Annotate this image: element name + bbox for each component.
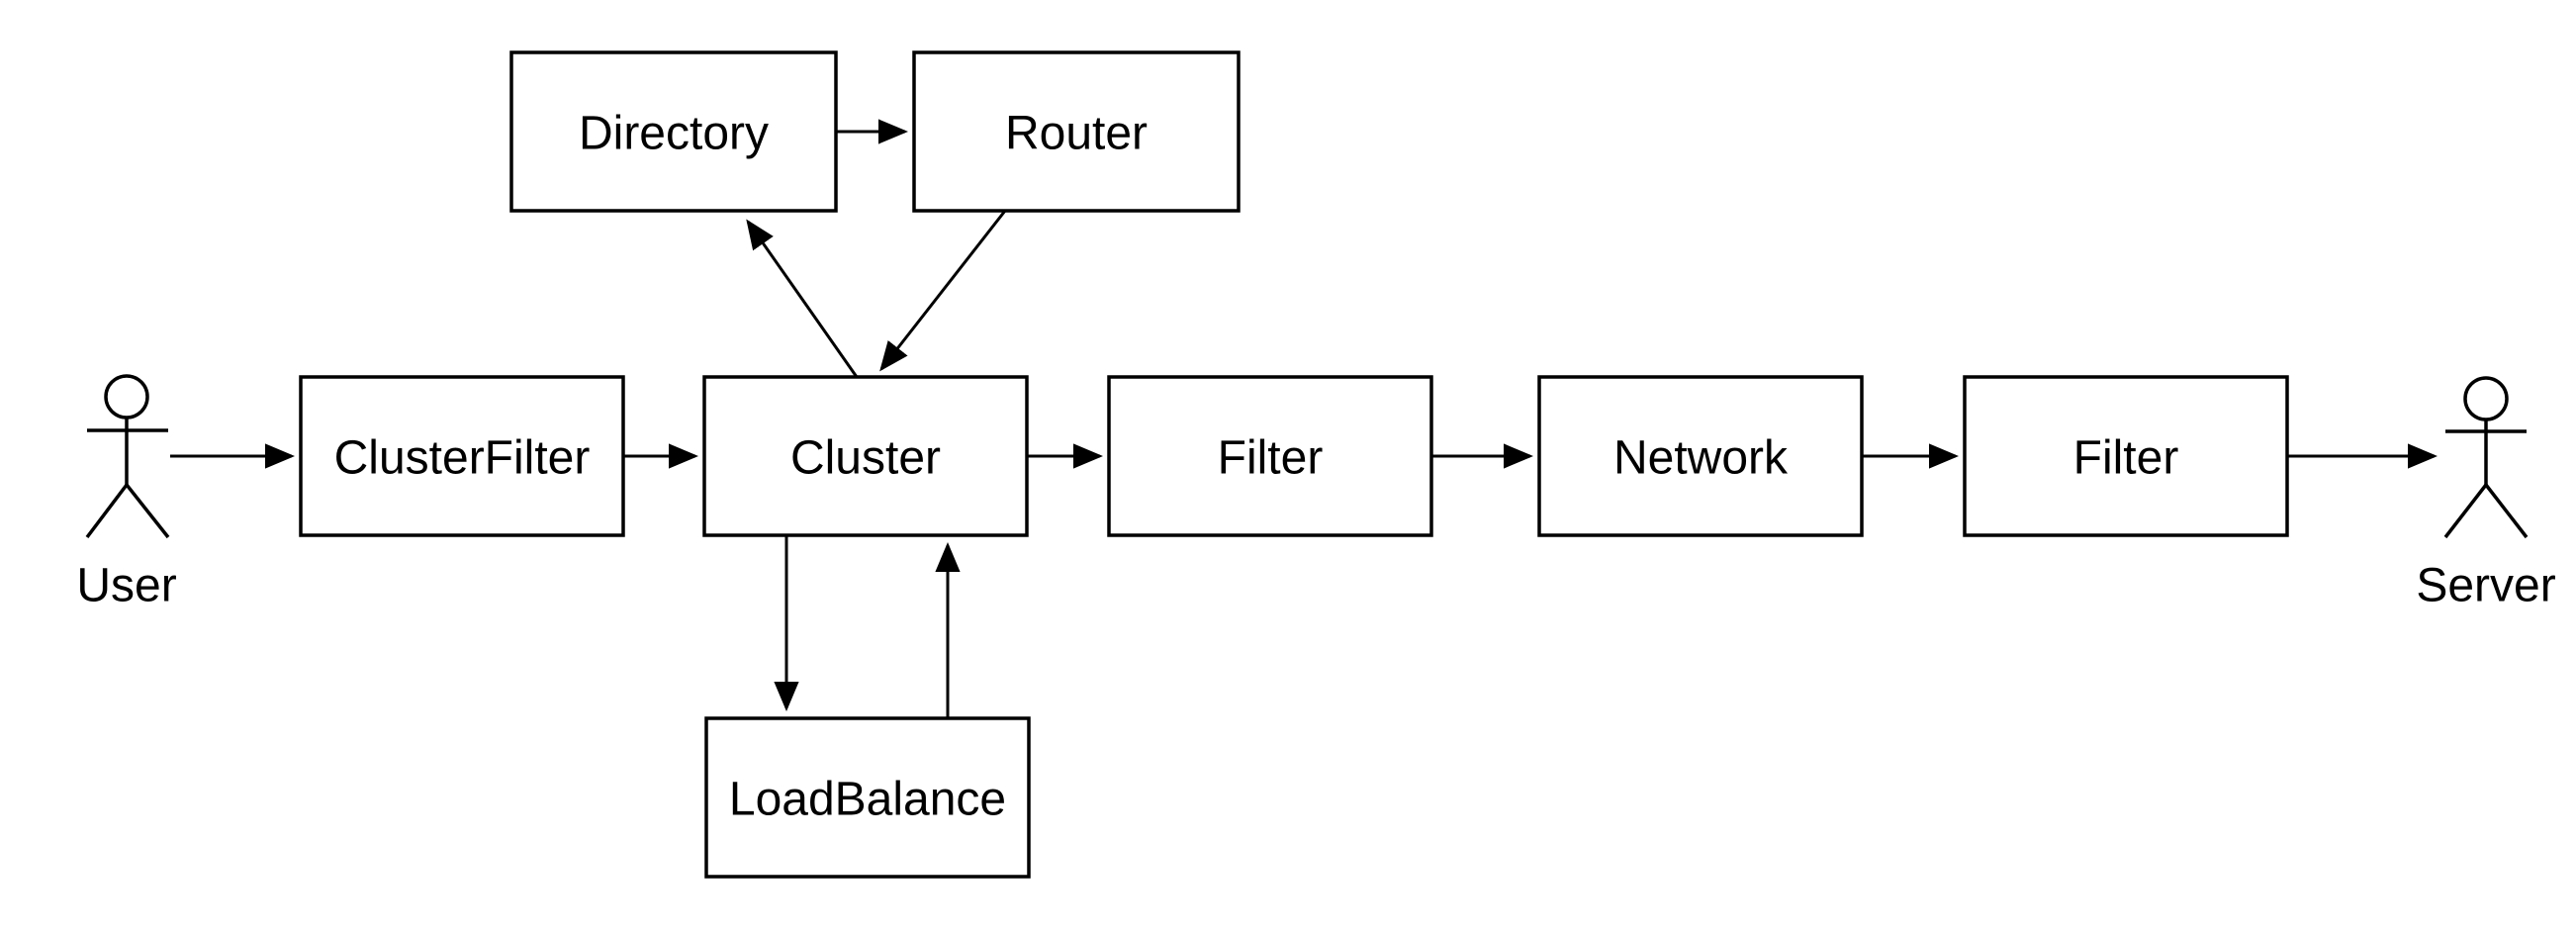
node-network: Network bbox=[1537, 375, 1864, 537]
node-directory: Directory bbox=[509, 50, 838, 213]
node-filter-left: Filter bbox=[1107, 375, 1433, 537]
node-filter-right-label: Filter bbox=[2073, 432, 2179, 485]
node-cluster-filter-box bbox=[299, 375, 625, 537]
node-filter-left-box bbox=[1107, 375, 1433, 537]
node-load-balance-box bbox=[704, 716, 1031, 879]
node-cluster-label: Cluster bbox=[790, 432, 941, 485]
user-actor: User bbox=[76, 374, 177, 612]
node-cluster: Cluster bbox=[702, 375, 1029, 537]
edge-cluster-to-directory bbox=[746, 219, 859, 378]
server-actor-right-leg bbox=[2484, 483, 2529, 539]
user-actor-head bbox=[104, 374, 149, 420]
user-actor-icon bbox=[85, 374, 170, 539]
edges-layer bbox=[170, 119, 2438, 718]
node-load-balance-label: LoadBalance bbox=[729, 774, 1006, 826]
server-actor-label: Server bbox=[2416, 560, 2555, 612]
node-network-label: Network bbox=[1613, 432, 1789, 485]
node-filter-right: Filter bbox=[1963, 375, 2289, 537]
server-actor-left-leg bbox=[2443, 483, 2488, 539]
node-router-box bbox=[912, 50, 1241, 213]
user-actor-label: User bbox=[76, 560, 176, 612]
node-directory-label: Directory bbox=[579, 108, 769, 160]
node-directory-box bbox=[509, 50, 838, 213]
node-filter-right-box bbox=[1963, 375, 2289, 537]
user-actor-right-leg bbox=[125, 483, 170, 539]
node-router: Router bbox=[912, 50, 1241, 213]
edge-router-to-cluster bbox=[879, 210, 1007, 372]
server-actor: Server bbox=[2416, 376, 2556, 612]
node-router-label: Router bbox=[1005, 108, 1148, 160]
node-network-box bbox=[1537, 375, 1864, 537]
node-cluster-filter-label: ClusterFilter bbox=[334, 432, 591, 485]
node-load-balance: LoadBalance bbox=[704, 716, 1031, 879]
server-actor-head bbox=[2463, 376, 2509, 421]
node-cluster-box bbox=[702, 375, 1029, 537]
user-actor-left-leg bbox=[85, 483, 129, 539]
node-cluster-filter: ClusterFilter bbox=[299, 375, 625, 537]
node-filter-left-label: Filter bbox=[1218, 432, 1324, 485]
server-actor-icon bbox=[2443, 376, 2529, 539]
